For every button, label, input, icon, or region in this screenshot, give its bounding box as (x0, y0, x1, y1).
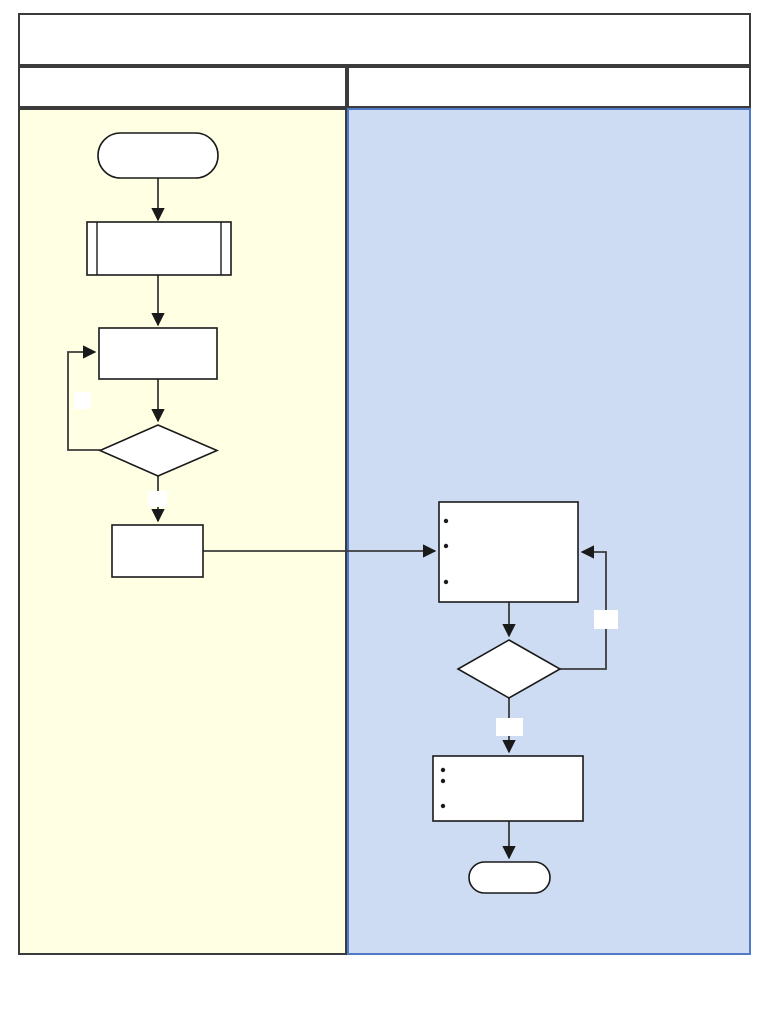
lane-header-right (347, 66, 751, 108)
edge-label-loop2 (594, 610, 618, 629)
node-process-1 (98, 327, 218, 380)
bullet-icon (440, 803, 446, 809)
title-bar (18, 13, 751, 66)
edge-decision1-loopback (67, 345, 100, 451)
bullet-icon (443, 579, 449, 585)
node-decision-1 (98, 424, 220, 477)
node-decision-2 (456, 639, 562, 699)
node-process-4 (432, 755, 584, 822)
bullet-icon (443, 543, 449, 549)
bullet-icon (440, 778, 446, 784)
node-process-2 (111, 524, 204, 578)
node-process-3 (438, 501, 579, 603)
node-start-terminator (97, 132, 219, 179)
edge-label-decision1-down (148, 491, 167, 507)
bullet-icon (443, 518, 449, 524)
edge-label-loop1 (74, 392, 91, 409)
lane-header-left (18, 66, 347, 108)
bullet-icon (440, 767, 446, 773)
edge-label-decision2-down (496, 718, 523, 736)
node-end-terminator (468, 861, 551, 894)
node-predefined-process (86, 221, 232, 276)
